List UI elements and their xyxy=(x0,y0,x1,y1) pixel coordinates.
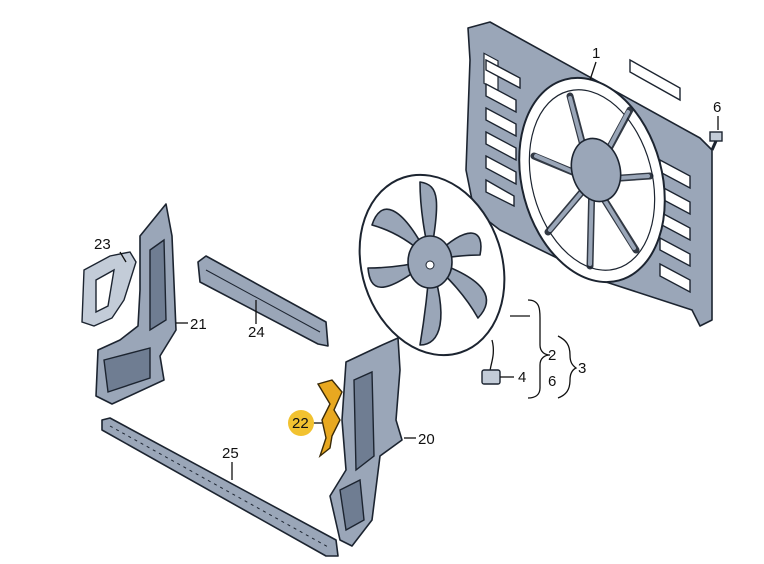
label-part-25: 25 xyxy=(222,445,239,462)
label-part-4: 4 xyxy=(518,369,526,386)
label-part-2: 2 xyxy=(548,347,556,364)
label-part-21: 21 xyxy=(190,316,207,333)
part-20-air-guide xyxy=(329,337,403,547)
leader-lines xyxy=(119,61,719,480)
label-part-1: 1 xyxy=(592,45,600,62)
label-part-24: 24 xyxy=(248,324,265,341)
part-6-bolt xyxy=(709,131,723,151)
label-part-23: 23 xyxy=(94,236,111,253)
part-22-highlighted-seal xyxy=(316,379,343,459)
part-4-connector xyxy=(481,369,501,385)
part-1-fan-shroud xyxy=(465,21,713,327)
label-part-3: 3 xyxy=(578,360,586,377)
highlight-badge-22 xyxy=(288,410,314,436)
label-part-20: 20 xyxy=(418,431,435,448)
part-23-bracket xyxy=(81,251,137,327)
part-21-air-guide xyxy=(95,203,177,405)
part-25-seal-strip xyxy=(101,417,339,557)
part-2-fan xyxy=(358,173,506,373)
label-part-22: 22 xyxy=(292,415,309,432)
part-24-seal-strip xyxy=(197,255,329,347)
label-part-6-group: 6 xyxy=(548,373,556,390)
label-part-6-bolt: 6 xyxy=(713,99,721,116)
